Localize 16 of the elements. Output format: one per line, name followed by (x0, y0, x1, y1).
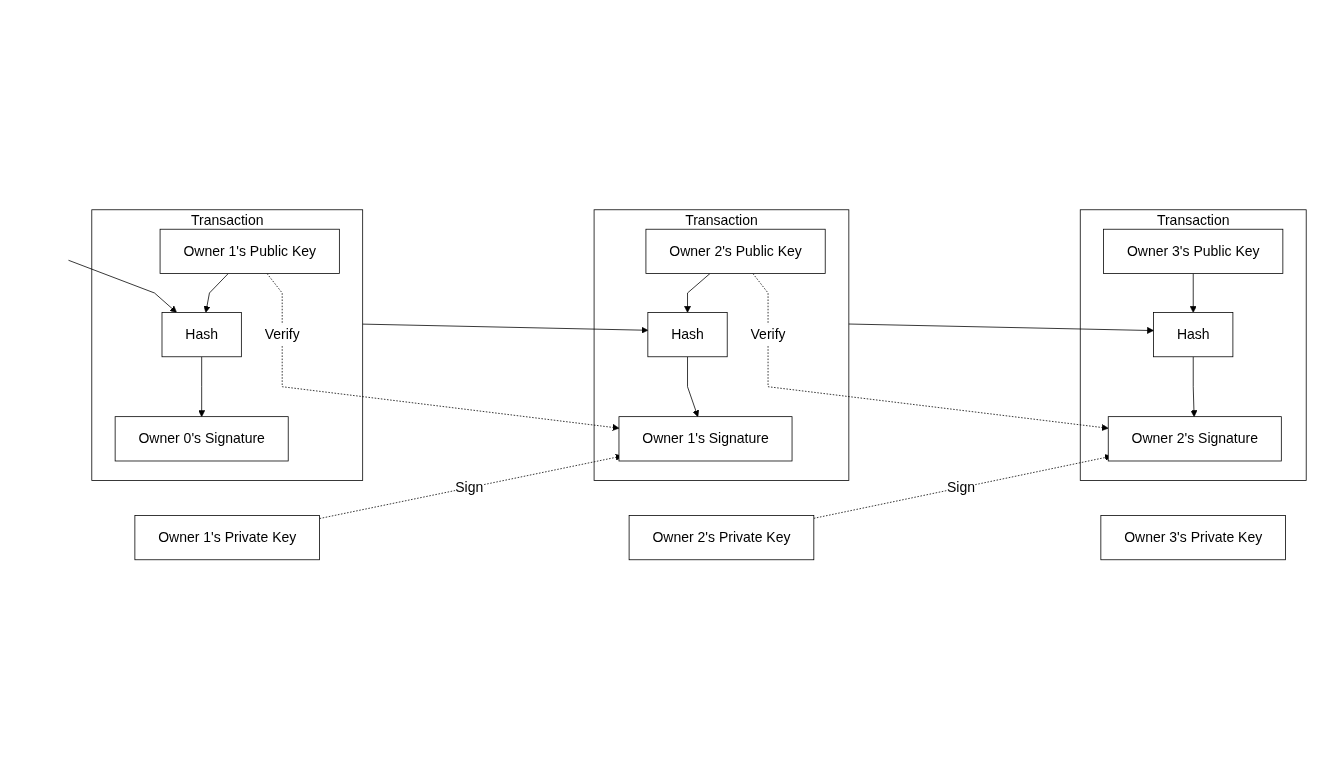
node-box: Owner 3's Private Key (1100, 515, 1286, 561)
edge-label: Sign (947, 479, 976, 496)
node-box: Owner 3's Public Key (1103, 229, 1284, 275)
node-box: Owner 1's Public Key (159, 229, 340, 275)
node-box: Owner 2's Signature (1107, 416, 1282, 462)
node-box: Owner 1's Private Key (134, 515, 320, 561)
node-box: Owner 2's Public Key (645, 229, 826, 275)
edge-label: Sign (455, 479, 484, 496)
node-box: Hash (161, 312, 242, 358)
node-box: Owner 0's Signature (114, 416, 289, 462)
edge-label: Verify (264, 326, 300, 343)
node-box: Owner 2's Private Key (628, 515, 815, 561)
edge-label: Verify (750, 326, 786, 343)
node-box: Hash (1153, 312, 1234, 358)
node-box: Hash (647, 312, 728, 358)
node-box: Owner 1's Signature (618, 416, 793, 462)
